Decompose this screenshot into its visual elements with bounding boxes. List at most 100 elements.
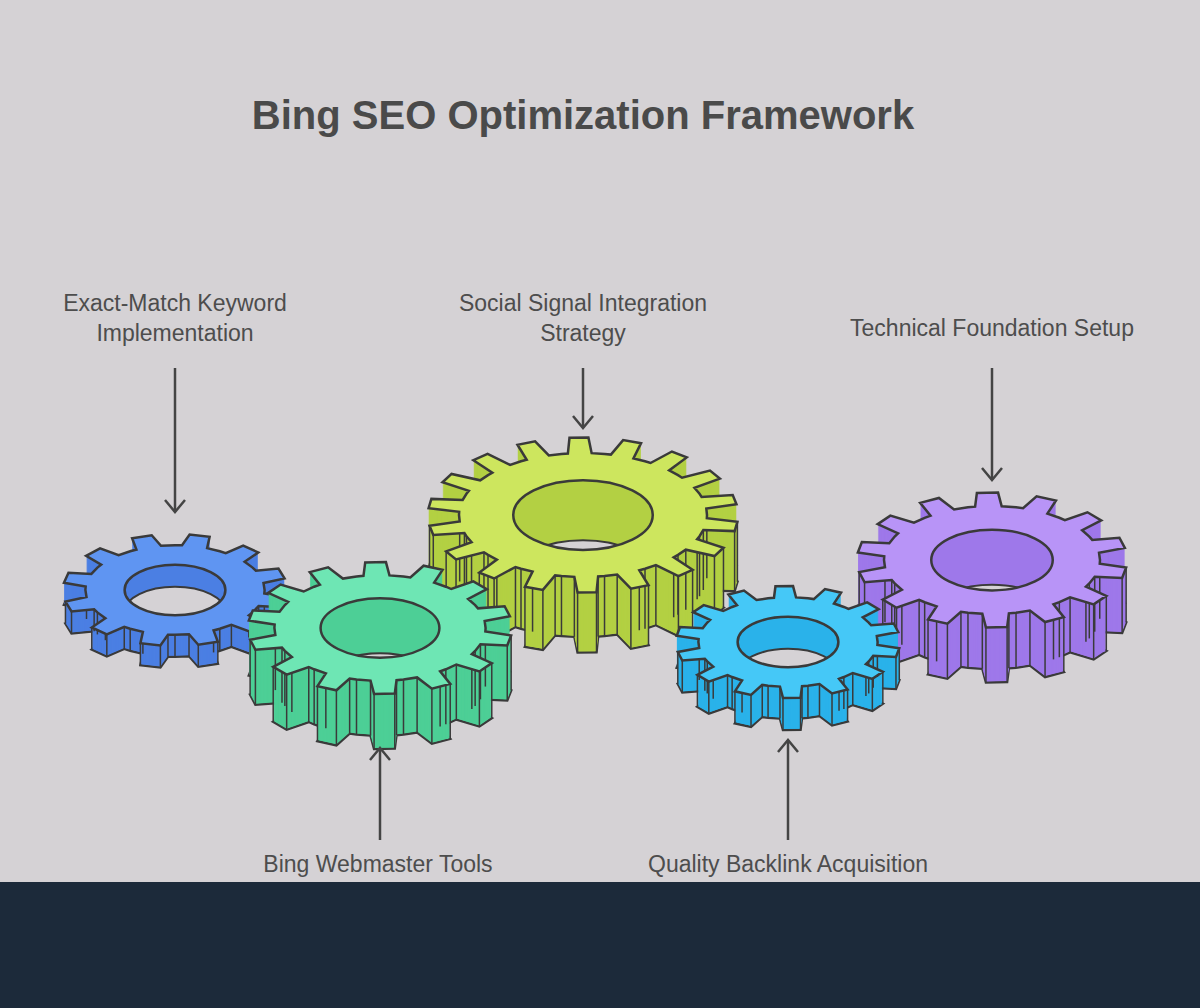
gear-edge	[800, 698, 802, 730]
gear-edge	[456, 664, 458, 719]
gear-edge	[510, 635, 512, 690]
gear-edge	[1029, 611, 1031, 666]
gear-edge	[947, 624, 949, 679]
gear-edge	[317, 686, 319, 741]
gear-edge	[356, 679, 358, 734]
gear	[677, 586, 900, 730]
arrow-head	[982, 468, 1002, 480]
gear-edge	[697, 675, 699, 707]
gear-edge	[561, 576, 563, 636]
gear-edge	[491, 663, 493, 718]
gear-edge	[967, 613, 969, 668]
gear-edge	[574, 577, 576, 637]
gear-edge	[308, 667, 310, 722]
gear-edge	[431, 689, 433, 744]
gear-edge	[677, 652, 679, 684]
gear-edge	[882, 672, 884, 704]
component-label: Social Signal Integration Strategy	[433, 288, 733, 348]
gear-edge	[416, 677, 418, 732]
gear-edge	[286, 675, 288, 730]
gear-edge	[487, 555, 489, 615]
gear-hole	[931, 530, 1053, 591]
leader-line	[174, 368, 177, 512]
gear-face	[677, 586, 900, 698]
gear-edge	[596, 592, 598, 652]
gear-hole-rim	[513, 480, 653, 550]
leader-line	[379, 748, 382, 840]
gear-hole-rim	[738, 617, 839, 667]
gear-edge	[847, 689, 849, 721]
gear-edge	[174, 635, 176, 657]
gear-edge	[124, 627, 126, 649]
gear-edge	[313, 669, 315, 724]
gear-side	[429, 439, 738, 594]
gear-edge	[1106, 596, 1108, 651]
gear-edge	[1121, 578, 1123, 633]
gear-hole-rim	[931, 530, 1053, 591]
gear-edge	[750, 695, 752, 727]
component-label: Exact-Match Keyword Implementation	[40, 288, 310, 348]
gear-edge	[394, 694, 396, 749]
gear-edge	[727, 675, 729, 707]
gear-edge	[231, 625, 233, 647]
gear-edge	[370, 681, 372, 736]
gear-edge	[160, 646, 162, 668]
gear-edge	[616, 575, 618, 635]
gear-edge	[1044, 622, 1046, 677]
gear-edge	[843, 677, 845, 709]
diagram-title: Bing SEO Optimization Framework	[233, 91, 933, 139]
arrow-head	[165, 500, 185, 512]
gear-edge	[761, 685, 763, 717]
gear-edge	[703, 530, 705, 590]
gear-edge	[737, 522, 739, 582]
gear-edge	[349, 679, 351, 734]
gear-edge	[682, 660, 684, 692]
gear-edge	[734, 691, 736, 723]
gear-edge	[272, 667, 274, 722]
gear-edge	[852, 673, 854, 705]
gear-edge	[71, 611, 73, 633]
gear-edge	[479, 671, 481, 726]
gear-hole-through	[125, 587, 226, 637]
gear-edge	[630, 589, 632, 649]
gear-edge	[960, 612, 962, 667]
gear-hole-through	[738, 649, 839, 699]
gear-edge	[985, 627, 987, 682]
gear-edge	[1015, 613, 1017, 668]
gear-edge	[577, 592, 579, 652]
gear-edge	[819, 684, 821, 716]
gear-edge	[403, 679, 405, 734]
gear-edge	[604, 576, 606, 636]
gear-side	[677, 587, 900, 699]
gear-edge	[524, 587, 526, 647]
gear-edge	[336, 690, 338, 745]
gear-edge	[895, 657, 897, 689]
gear-edge	[723, 548, 725, 608]
gear-hole	[321, 598, 440, 657]
gear-edge	[807, 686, 809, 718]
arrow-head	[573, 416, 593, 428]
footer-band	[0, 882, 1200, 1008]
component-label: Technical Foundation Setup	[802, 313, 1182, 343]
gear-face	[249, 562, 511, 694]
gear-edge	[655, 565, 657, 625]
gear-edge	[872, 679, 874, 711]
gear-edge	[708, 682, 710, 714]
gear-edge	[924, 602, 926, 657]
gear-edge	[927, 619, 929, 674]
gear-edge	[831, 693, 833, 725]
leader-line	[787, 740, 790, 840]
gear-edge	[782, 698, 784, 730]
component-label: Quality Backlink Acquisition	[608, 849, 968, 879]
gear-edge	[918, 600, 920, 655]
gear-edge	[129, 629, 131, 651]
gear-edge	[255, 650, 257, 705]
gear-edge	[449, 684, 451, 739]
gear-face	[858, 493, 1126, 628]
gear-edge	[1069, 597, 1071, 652]
gear-edge	[106, 634, 108, 656]
gear-edge	[554, 575, 556, 635]
gear-face	[429, 438, 738, 593]
leader-line	[991, 368, 994, 480]
gear-edge	[373, 694, 375, 749]
